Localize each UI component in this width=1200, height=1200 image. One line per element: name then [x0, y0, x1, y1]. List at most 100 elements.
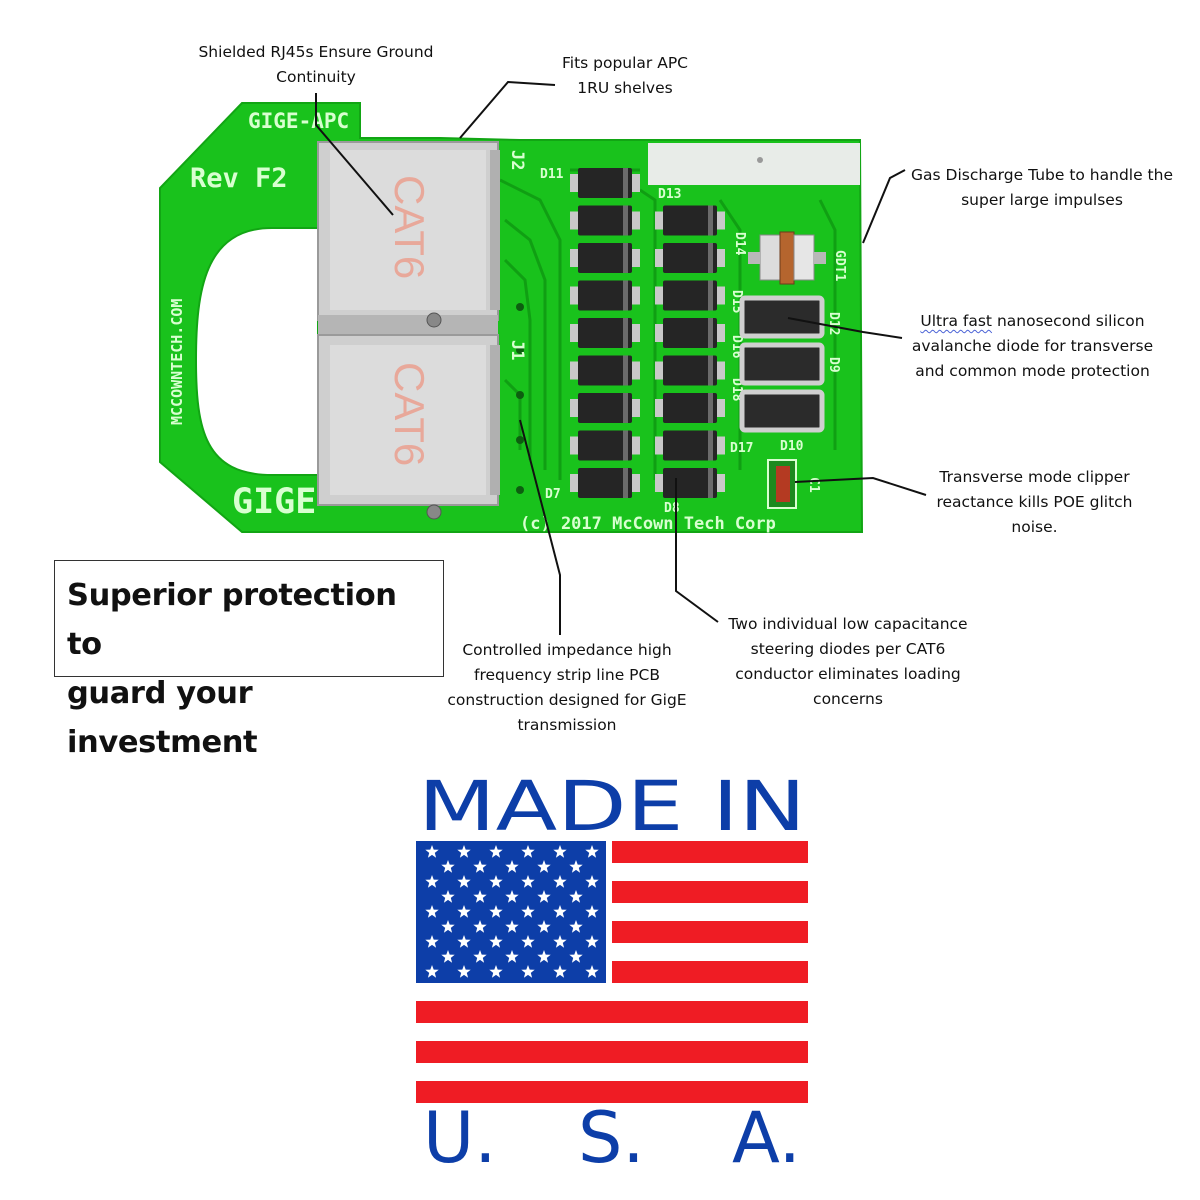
jack-upper-label: CAT6 [386, 175, 433, 279]
smd-diode [570, 243, 640, 273]
diode-band [708, 243, 713, 273]
smd-diode [655, 393, 725, 423]
silk-c1: C1 [806, 477, 821, 493]
steering-diodes [570, 168, 725, 498]
us-flag [416, 841, 808, 1103]
callout-apc-line2: 1RU shelves [577, 79, 673, 97]
callout-avalanche-line2: avalanche diode for transverse [911, 337, 1154, 355]
diode-band [623, 430, 628, 461]
leader-gdt [862, 169, 906, 244]
flag-star [553, 965, 567, 978]
flag-star [425, 935, 439, 948]
flag-star [425, 905, 439, 918]
smd-diode [655, 355, 725, 386]
flag-star [441, 890, 455, 903]
flag-star [425, 875, 439, 888]
flag-star [505, 860, 519, 873]
flag-star [505, 890, 519, 903]
callout-avalanche: Ultra fast nanosecond silicon avalanche … [900, 309, 1165, 379]
flag-star [457, 845, 471, 858]
silk-website: MCCOWNTECH.COM [168, 299, 186, 425]
callout-clipper-line2: reactance kills POE glitch [936, 493, 1133, 511]
diode-ref-label: D10 [780, 439, 804, 454]
diode-band [623, 355, 628, 386]
flag-stars [425, 845, 599, 978]
avalanche-diodes [739, 295, 825, 433]
diode-band [708, 205, 713, 236]
rj45-jack-upper: CAT6 [317, 141, 500, 335]
diode-body [663, 355, 717, 386]
diode-ref-label: D9 [826, 357, 841, 373]
usa-logo-top-text: MADE IN [418, 767, 806, 847]
diode-band [623, 318, 628, 348]
flag-star [521, 965, 535, 978]
diode-body [578, 318, 632, 348]
leader-rj45 [315, 93, 394, 216]
silk-revision: Rev F2 [190, 163, 288, 194]
flag-red-stripe [612, 921, 808, 943]
flag-star [537, 950, 551, 963]
flag-star [553, 905, 567, 918]
flag-red-stripe [612, 881, 808, 903]
diode-band [708, 280, 713, 311]
callout-gdt: Gas Discharge Tube to handle the super l… [905, 163, 1179, 213]
diode-band [708, 318, 713, 348]
leader-clipper [794, 476, 927, 496]
smd-diode [655, 280, 725, 311]
usa-letter-s: S. [578, 1097, 645, 1179]
callout-clipper-line3: noise. [1011, 518, 1058, 536]
flag-star [489, 875, 503, 888]
flag-star [457, 905, 471, 918]
flag-star [473, 860, 487, 873]
callout-gdt-line1: Gas Discharge Tube to handle the [911, 166, 1173, 184]
flag-star [569, 950, 583, 963]
flag-star [489, 935, 503, 948]
silk-copyright: (c) 2017 McCown Tech Corp [520, 514, 776, 534]
callout-clipper-line1: Transverse mode clipper [939, 468, 1130, 486]
smd-diode [570, 318, 640, 348]
flag-star [553, 935, 567, 948]
callout-rj45: Shielded RJ45s Ensure Ground Continuity [196, 40, 436, 87]
diode-body [663, 280, 717, 311]
callout-steering-line2: steering diodes per CAT6 [750, 640, 946, 658]
callout-stripline-line2: frequency strip line PCB [474, 666, 660, 684]
diode-band [623, 168, 628, 198]
silk-j2: J2 [507, 150, 527, 170]
flag-star [505, 920, 519, 933]
callout-apc: Fits popular APC 1RU shelves [540, 51, 710, 101]
smd-diode [570, 355, 640, 386]
flag-red-stripe [416, 1041, 808, 1063]
silk-gige: GIGE [232, 482, 316, 522]
flag-star [585, 845, 599, 858]
capacitor-c1 [767, 459, 797, 509]
leader-steering [675, 478, 719, 623]
flag-star [425, 965, 439, 978]
callout-avalanche-prefix: Ultra fast [920, 312, 993, 330]
diode-ref-label: D13 [658, 187, 681, 202]
leader-apc [459, 80, 556, 139]
diode-body [578, 355, 632, 386]
flag-star [585, 905, 599, 918]
smd-diode [655, 468, 725, 498]
flag-red-stripe [416, 1081, 808, 1103]
flag-star [521, 875, 535, 888]
tagline: Superior protection to guard your invest… [67, 578, 397, 760]
diode-body [578, 393, 632, 423]
diode-ref-label: D11 [540, 167, 564, 182]
callout-avalanche-line3: and common mode protection [915, 362, 1150, 379]
diode-band [708, 430, 713, 461]
diode-body [578, 168, 632, 198]
diode-band [623, 393, 628, 423]
diode-band [623, 243, 628, 273]
flag-star [521, 845, 535, 858]
callout-leaders [315, 80, 927, 635]
callout-rj45-line1: Shielded RJ45s Ensure Ground [198, 43, 434, 61]
smd-diode [570, 168, 640, 198]
smd-diode [570, 430, 640, 461]
smd-diode [570, 205, 640, 236]
callout-stripline: Controlled impedance high frequency stri… [440, 638, 694, 738]
flag-red-stripe [416, 1001, 808, 1023]
diode-band [623, 468, 628, 498]
